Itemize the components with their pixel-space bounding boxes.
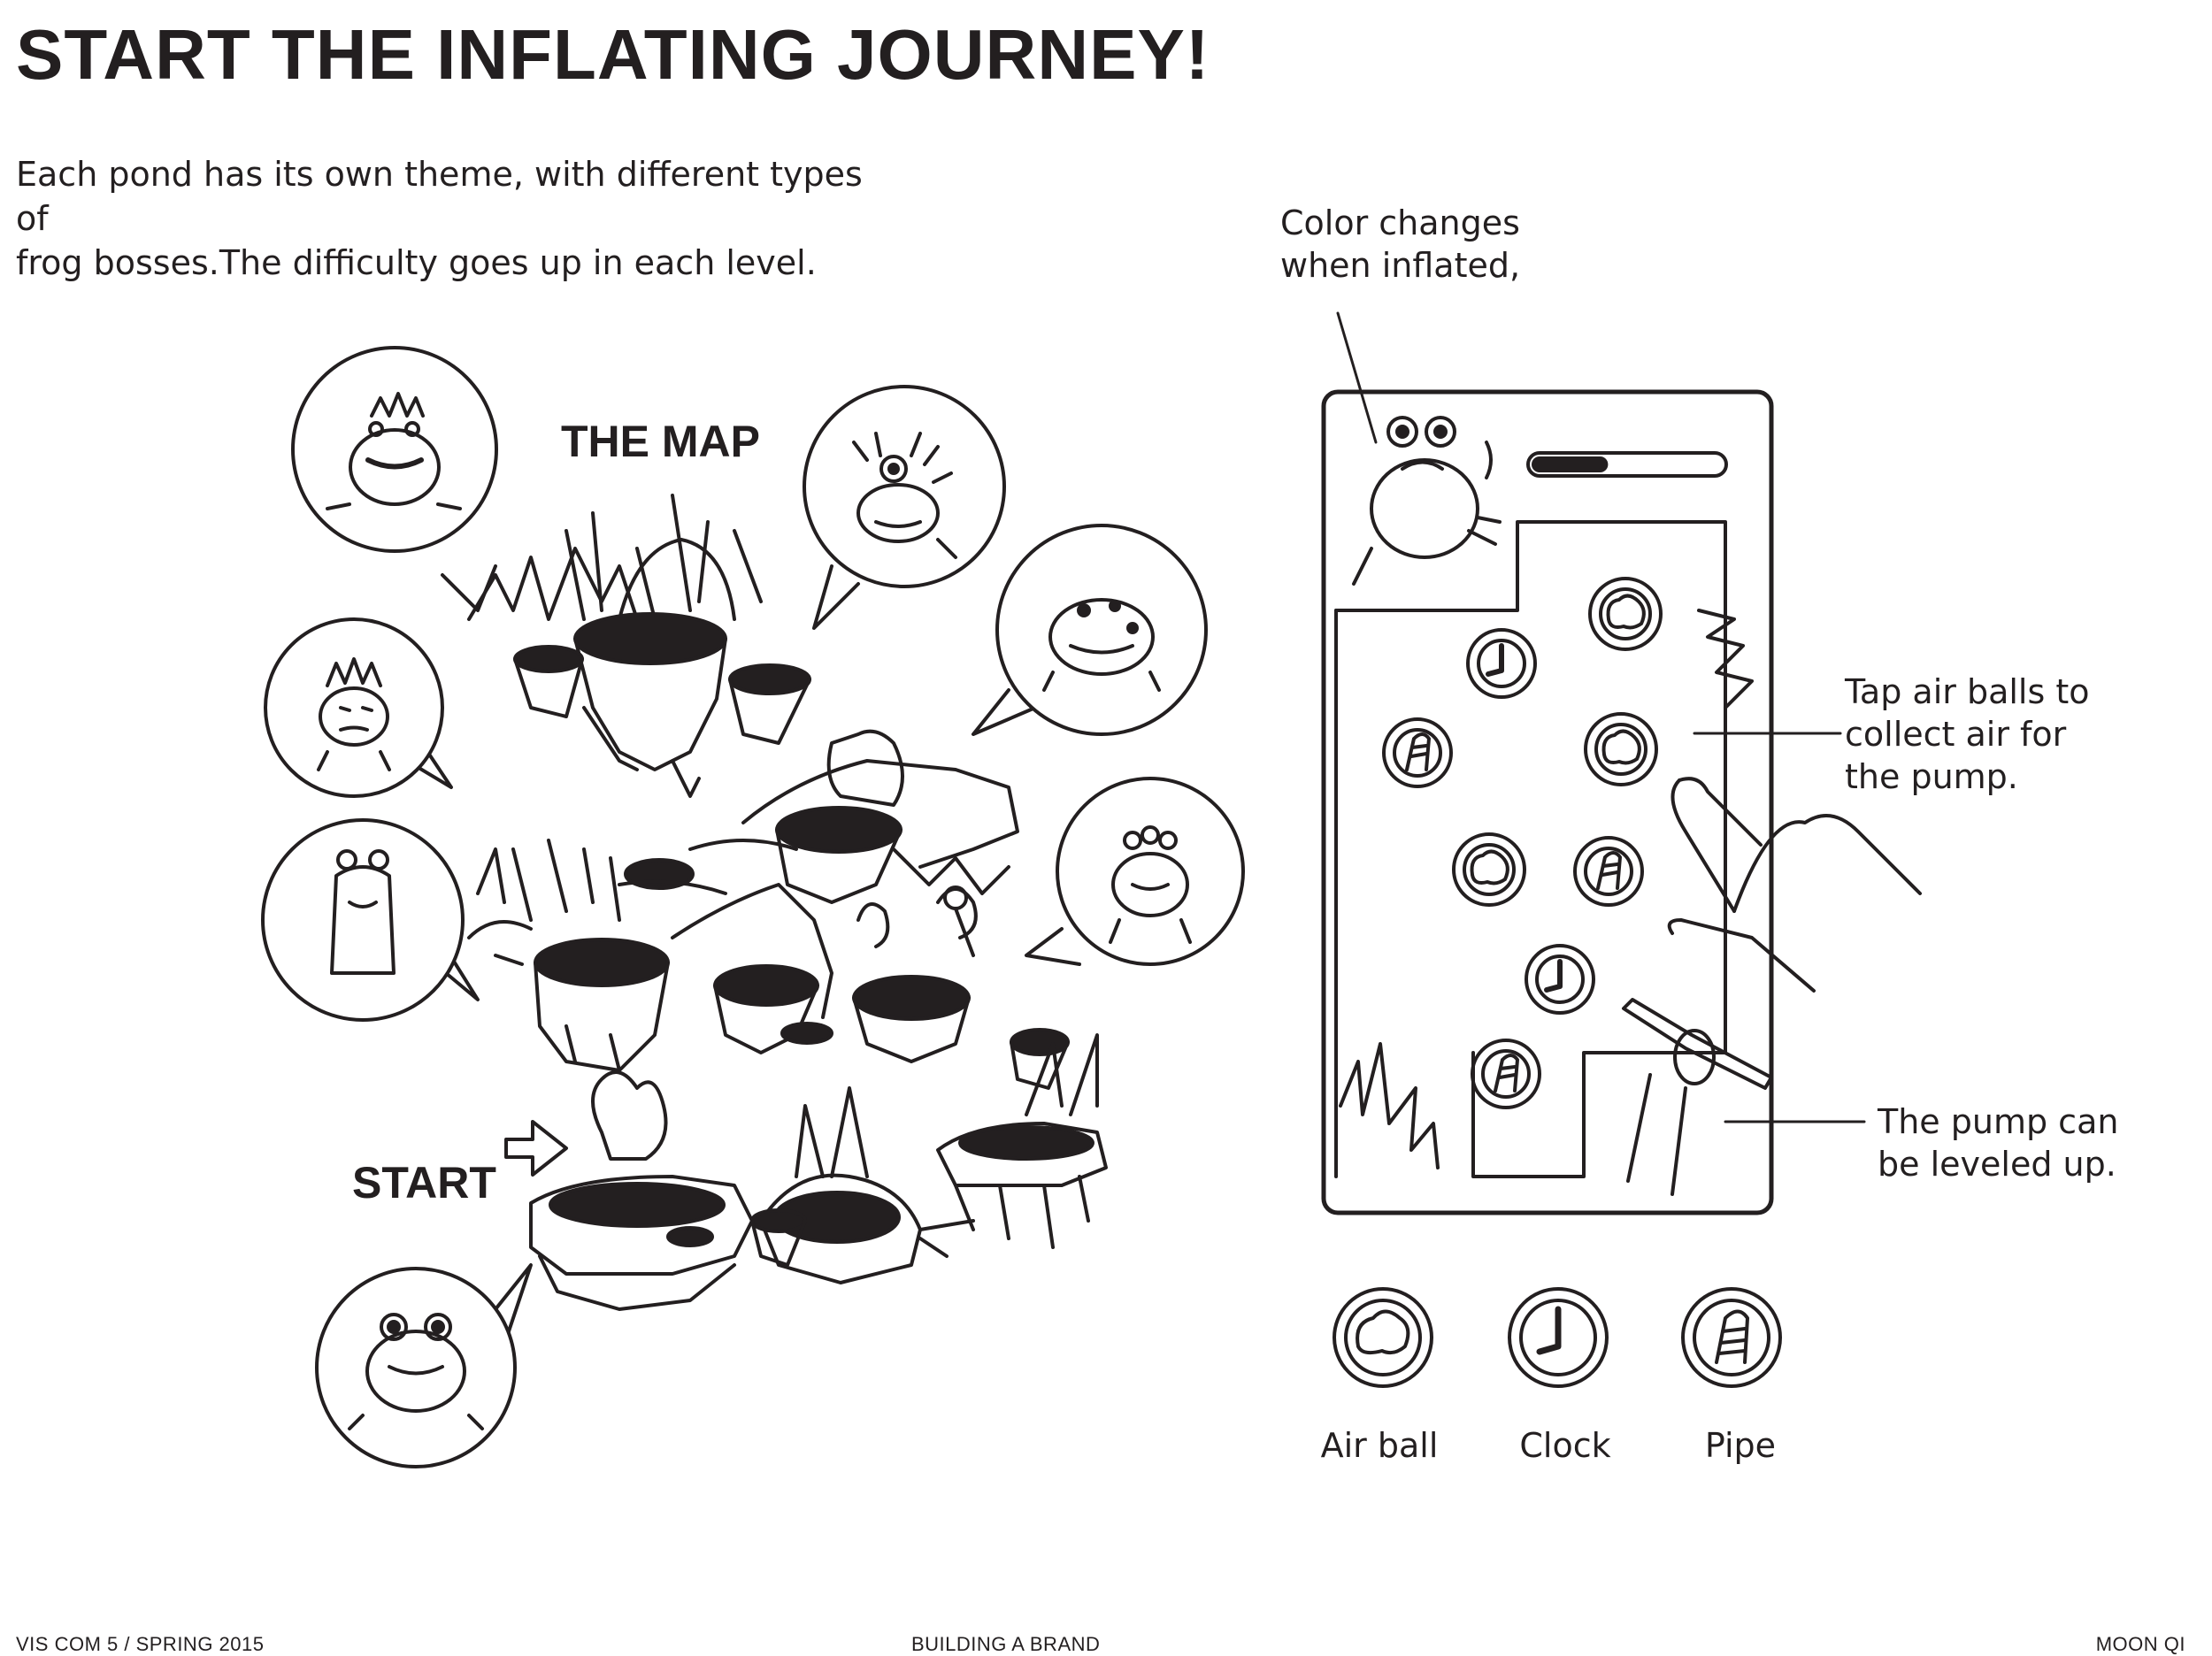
map-title: THE MAP bbox=[561, 417, 760, 466]
footer-course: VIS COM 5 / SPRING 2015 bbox=[16, 1633, 265, 1655]
game-screen-mockup bbox=[1321, 311, 1922, 1215]
pond-cluster-bottom bbox=[529, 1033, 1108, 1311]
boss-bubble-tall bbox=[261, 818, 480, 1022]
annotation-color-change: Color changes when inflated, bbox=[1280, 203, 1521, 285]
clock-icon bbox=[1466, 628, 1537, 699]
start-label: START bbox=[352, 1158, 496, 1208]
pipe-icon bbox=[1471, 1039, 1541, 1109]
start-arrow-icon bbox=[504, 1120, 568, 1177]
air-ball-icon bbox=[1333, 1287, 1433, 1388]
intro-text: Each pond has its own theme, with differ… bbox=[16, 152, 901, 285]
pipe-icon bbox=[1681, 1287, 1782, 1388]
pump-icon bbox=[1622, 998, 1773, 1196]
footer-title: BUILDING A BRAND bbox=[911, 1633, 1101, 1655]
boss-bubble-spiky bbox=[264, 617, 453, 798]
inflation-progress-bar bbox=[1526, 451, 1728, 478]
intro-line-2: frog bosses.The difficulty goes up in ea… bbox=[16, 243, 817, 282]
hand-tap-icon bbox=[1667, 777, 1922, 993]
boss-bubble-spotted bbox=[972, 524, 1208, 736]
clock-icon bbox=[1508, 1287, 1609, 1388]
boss-bubble-start-frog bbox=[315, 1263, 533, 1468]
map-illustration bbox=[261, 346, 1245, 1468]
boss-bubble-crown bbox=[291, 346, 498, 612]
pond-cluster-middle bbox=[467, 729, 1070, 1090]
grass-decoration bbox=[1697, 609, 1754, 709]
annotation-pump-level: The pump can be leveled up. bbox=[1878, 1102, 2119, 1184]
legend-label-pipe: Pipe bbox=[1704, 1426, 1777, 1465]
legend-icons bbox=[1333, 1287, 1782, 1388]
pipe-icon bbox=[1573, 836, 1644, 907]
legend-label-clock: Clock bbox=[1519, 1426, 1611, 1465]
legend-label-air-ball: Air ball bbox=[1320, 1426, 1439, 1465]
frog-player-icon bbox=[1352, 416, 1502, 586]
grass-decoration-bottom bbox=[1339, 1042, 1440, 1169]
air-ball-icon bbox=[1588, 577, 1663, 651]
boss-bubble-crowned-sitting bbox=[1025, 777, 1245, 966]
annotation-tap-air-balls: Tap air balls to collect air for the pum… bbox=[1845, 672, 2090, 796]
footer-author: MOON QI bbox=[2095, 1633, 2185, 1655]
pond-cluster-top bbox=[467, 494, 811, 798]
page-title: START THE INFLATING JOURNEY! bbox=[16, 15, 1210, 94]
playfield-items bbox=[1382, 577, 1663, 1109]
intro-line-1: Each pond has its own theme, with differ… bbox=[16, 155, 863, 238]
air-ball-icon bbox=[1584, 712, 1658, 786]
pipe-icon bbox=[1382, 717, 1453, 788]
clock-icon bbox=[1525, 944, 1595, 1015]
boss-bubble-antenna bbox=[803, 385, 1006, 630]
air-ball-icon bbox=[1452, 832, 1526, 907]
